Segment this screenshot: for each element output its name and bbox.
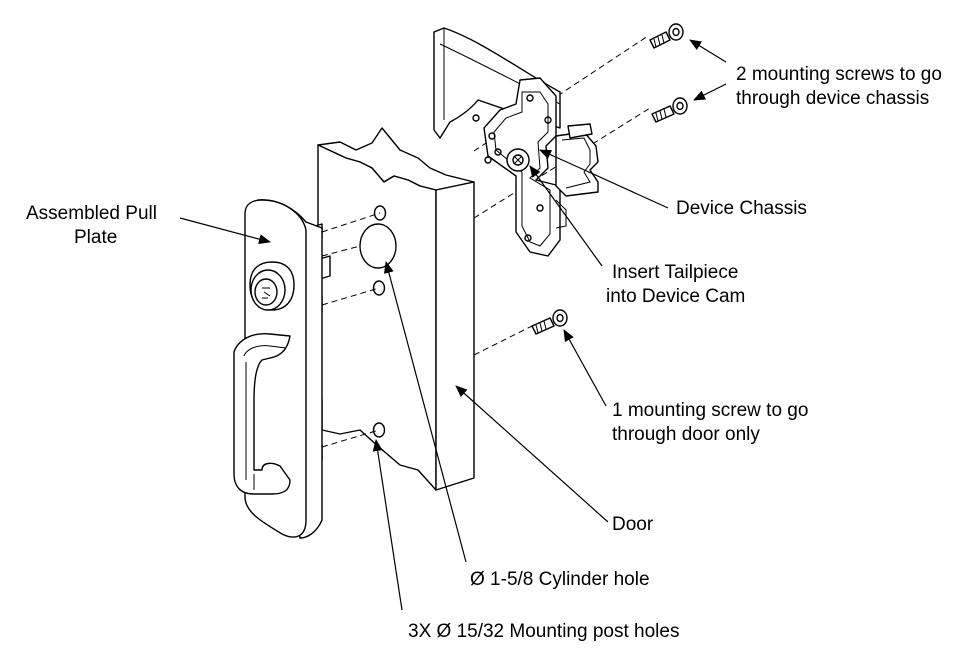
cylinder-hole — [359, 223, 397, 269]
latch-bracket — [555, 131, 599, 197]
leader-chassis-screws-bottom — [693, 83, 727, 101]
chassis-mounting-screw-bottom — [651, 97, 688, 123]
label-assembled-pull-plate-line2: Plate — [74, 227, 117, 248]
key-cylinder — [249, 261, 295, 311]
leader-lines — [179, 39, 727, 611]
label-insert-tailpiece-line2: into Device Cam — [606, 286, 745, 307]
mounting-post-hole-bottom — [372, 422, 386, 438]
leader-mounting-post-holes — [372, 439, 403, 611]
label-mounting-screw-door-line1: 1 mounting screw to go — [612, 400, 808, 421]
mounting-post-hole-middle — [372, 280, 386, 296]
label-mounting-post-holes: 3X Ø 15/32 Mounting post holes — [408, 621, 679, 642]
callout-labels: 2 mounting screws to go through device c… — [26, 64, 942, 642]
leader-pull-plate — [179, 217, 271, 244]
chassis-mounting-screw-top — [649, 23, 684, 49]
label-mounting-screws-chassis-line1: 2 mounting screws to go — [736, 64, 942, 85]
label-cylinder-hole: Ø 1-5/8 Cylinder hole — [470, 569, 650, 590]
label-insert-tailpiece-line1: Insert Tailpiece — [612, 262, 738, 283]
keyway-icon — [262, 287, 271, 299]
pull-handle — [233, 333, 291, 495]
door-edge-face — [435, 181, 475, 491]
label-mounting-screw-door-line2: through door only — [612, 424, 760, 445]
label-device-chassis: Device Chassis — [676, 198, 807, 219]
label-mounting-screws-chassis-line2: through device chassis — [736, 88, 929, 109]
assembled-pull-plate — [233, 199, 331, 539]
leader-insert-tailpiece — [529, 165, 603, 267]
leader-cylinder-hole — [384, 261, 467, 563]
device-chassis — [433, 27, 599, 257]
door-mounting-screw — [531, 309, 568, 335]
door-front-face — [317, 144, 437, 491]
label-door: Door — [612, 514, 654, 535]
leader-door — [455, 385, 609, 523]
leader-device-chassis — [539, 149, 669, 209]
leader-chassis-screws-top — [689, 39, 727, 63]
door — [317, 127, 475, 491]
leader-door-screw — [563, 329, 607, 407]
mounting-post-hole-top — [373, 205, 387, 221]
label-assembled-pull-plate-line1: Assembled Pull — [26, 203, 157, 224]
